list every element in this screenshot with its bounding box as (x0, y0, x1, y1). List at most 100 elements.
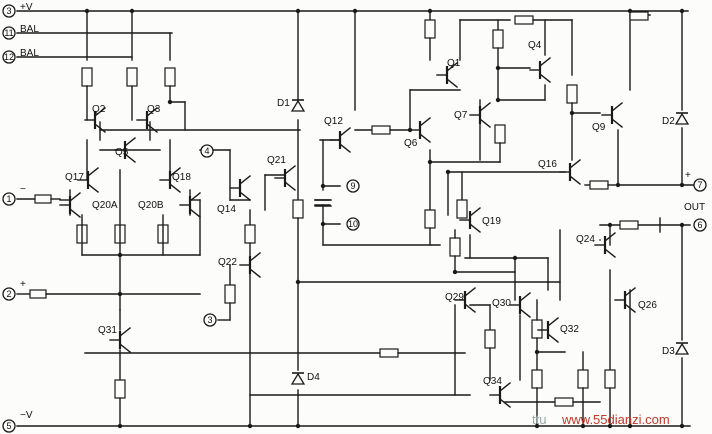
junction-dot (247, 423, 253, 429)
transistor-q20a (59, 192, 81, 218)
junction-dot (580, 423, 586, 429)
junction-dot (679, 222, 685, 228)
transistor-label: Q30 (492, 298, 511, 309)
junction-dot (679, 423, 685, 429)
junction-dot (84, 8, 90, 14)
transistor-q7 (469, 102, 491, 128)
diode-d3 (674, 342, 690, 355)
junction-dot (445, 169, 451, 175)
junction-dot (607, 222, 613, 228)
transistor-label: Q32 (560, 324, 579, 335)
junction-dot (495, 65, 501, 71)
transistor-label: Q5 (115, 147, 129, 158)
transistor-q34 (489, 382, 511, 408)
transistor-label: Q34 (483, 376, 502, 387)
pin-number: 1 (6, 194, 11, 204)
supply-rails (16, 10, 691, 427)
junction-dot (679, 8, 685, 14)
transistor-q4 (529, 57, 551, 83)
junction-dot (320, 183, 326, 189)
transistor-label: Q21 (267, 155, 286, 166)
pin-number: 7 (697, 180, 702, 190)
transistor-label: Q12 (324, 116, 343, 127)
transistor-label: Q22 (218, 257, 237, 268)
pin-label: + (685, 170, 691, 181)
pin-number: 3 (6, 6, 11, 16)
junction-dot (534, 349, 540, 355)
pin-2: 2+ (2, 279, 26, 301)
watermark-prefix: ttu (532, 412, 546, 427)
transistor-q21 (274, 165, 296, 191)
pin-number: 5 (6, 421, 11, 431)
transistor-q19 (459, 207, 481, 233)
transistor-label: Q7 (454, 110, 468, 121)
junction-dot (607, 423, 613, 429)
diode-d2 (674, 112, 690, 125)
junction-dot (679, 182, 685, 188)
junction-dot (352, 8, 358, 14)
junction-dot (117, 252, 123, 258)
transistor-label: Q17 (65, 172, 84, 183)
pin-label: + (20, 279, 26, 290)
pin-number: 3 (207, 315, 212, 325)
junction-dot (427, 8, 433, 14)
pin-4: 4 (200, 144, 214, 158)
junction-dot (534, 423, 540, 429)
transistor-label: Q2 (92, 104, 106, 115)
transistor-label: Q14 (217, 204, 236, 215)
transistor-label: Q18 (172, 172, 191, 183)
transistor-q26 (614, 287, 636, 313)
diode-label: D3 (662, 346, 675, 357)
transistor-q20b (179, 192, 201, 218)
transistor-q22 (239, 252, 261, 278)
pin-number: 10 (348, 219, 358, 229)
diode-label: D2 (662, 116, 675, 127)
transistor-label: Q24 (576, 234, 595, 245)
transistor-q5 (114, 137, 136, 163)
pin-5: 5−V (2, 410, 33, 433)
diode-d1 (290, 99, 306, 112)
middle-stage (199, 10, 561, 427)
transistor-q16 (559, 159, 581, 185)
junction-dot (512, 255, 518, 261)
output-stage (409, 10, 701, 427)
junction-dot (320, 221, 326, 227)
junction-dot (627, 423, 633, 429)
junction-dot (167, 99, 173, 105)
junction-dot (407, 127, 413, 133)
transistor-q3 (136, 107, 158, 133)
pin-number: 6 (697, 220, 702, 230)
input-stage (16, 10, 301, 311)
transistor-q1 (436, 62, 458, 88)
diode-d4 (290, 372, 306, 385)
transistor-label: Q20B (138, 200, 164, 211)
junction-dot (627, 8, 633, 14)
pin-number: 4 (204, 146, 209, 156)
pin-label: − (20, 184, 26, 195)
pin-10: 10 (346, 217, 360, 231)
transistor-label: Q19 (482, 216, 501, 227)
transistor-q2 (84, 107, 106, 133)
pin-number: 12 (4, 52, 14, 62)
pin-3: 3 (203, 313, 217, 327)
pin-label: OUT (684, 202, 705, 213)
junction-dot (452, 269, 458, 275)
pin-number: 2 (6, 289, 11, 299)
transistor-symbols (59, 57, 636, 408)
watermark-site: www.55dianzi.com (561, 412, 670, 427)
transistor-q31 (109, 327, 131, 353)
compensation-capacitor (314, 199, 332, 207)
pin-label: BAL (20, 48, 39, 59)
transistor-label: Q26 (638, 300, 657, 311)
transistor-label: Q31 (98, 325, 117, 336)
transistor-label: Q1 (447, 58, 461, 69)
pin-label: +V (20, 2, 33, 13)
transistor-label: Q4 (528, 40, 542, 51)
diode-symbols (290, 99, 690, 385)
junction-dot (615, 182, 621, 188)
pin-number: 11 (4, 28, 13, 38)
transistor-q32 (537, 317, 559, 343)
junction-dot (129, 8, 135, 14)
